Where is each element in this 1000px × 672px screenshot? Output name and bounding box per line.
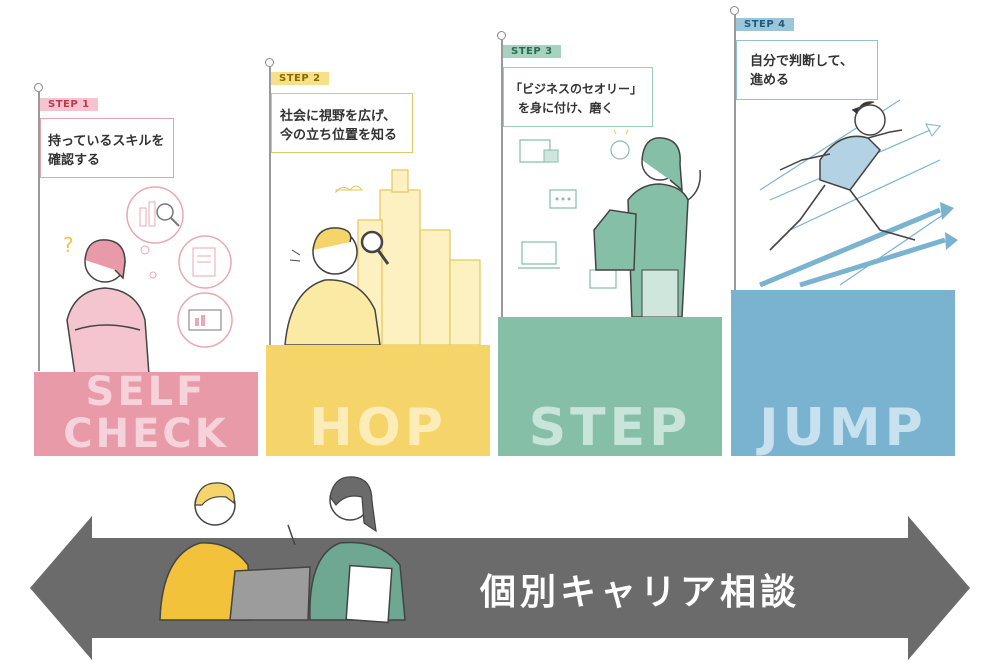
step3-block [498,317,722,456]
step3-flag [503,67,653,127]
step2-flag [271,93,413,153]
step1-flag [40,118,174,178]
consultation-illustration [159,476,406,624]
step1-text-line2: 確認する [48,153,101,168]
step4-tag: STEP 4 [736,18,794,31]
flag-pole [734,14,736,290]
step4-text-line1: 自分で判断して、 [750,54,853,69]
step4-block [731,290,955,456]
double-arrow-banner [30,516,970,660]
step1-text-line1: 持っているスキルを [48,134,165,149]
step1-label-line2: CHECK [63,411,229,457]
step3-label: STEP [528,398,692,458]
step2-text-line1: 社会に視野を広げ、 [280,109,397,124]
step1-block [34,372,258,456]
step4-illustration [759,99,958,288]
step3-illustration [518,130,701,317]
step2-label: HOP [309,398,447,458]
career-consultation-label: 個別キャリア相談 [480,572,801,613]
step2-illustration [284,169,481,345]
step3-text-line1: 「ビジネスのセオリー」 [510,82,643,96]
step2-tag: STEP 2 [271,72,329,85]
step1-illustration: ? [63,186,233,375]
svg-text:?: ? [63,233,74,257]
step4-text-line2: 進める [750,73,790,88]
step3-tag: STEP 3 [503,45,561,58]
step1-label-line1: SELF [85,369,207,415]
flag-pole [269,66,271,346]
step3-text-line2: を身に付け、磨く [518,101,614,115]
step4-flag [736,40,878,100]
flag-pole [501,39,503,317]
step2-block [266,345,490,456]
step4-label: JUMP [759,398,927,458]
step1-tag: STEP 1 [40,98,98,111]
step2-text-line2: 今の立ち位置を知る [280,128,398,143]
flag-pole [38,91,40,371]
